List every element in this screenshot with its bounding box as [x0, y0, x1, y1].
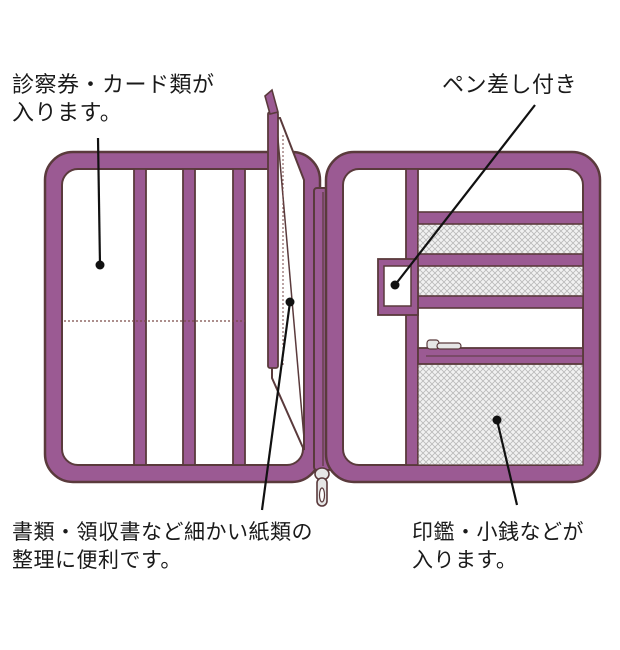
coin-pocket-label-line2: 入ります。: [412, 548, 518, 572]
document-pocket-label-line1: 書類・領収書など細かい紙類の: [12, 520, 313, 544]
coin-pocket: [417, 339, 584, 466]
pocket-zipper-pull-icon: [426, 339, 462, 350]
document-pocket-label-line2: 整理に便利です。: [12, 548, 182, 572]
coin-pocket-label: 印鑑・小銭などが 入ります。: [412, 518, 584, 574]
zipper-pull-icon: [314, 467, 330, 507]
document-pocket-label: 書類・領収書など細かい紙類の 整理に便利です。: [12, 518, 313, 574]
left-panel: [43, 150, 322, 484]
coin-pocket-label-line1: 印鑑・小銭などが: [412, 520, 584, 544]
card-slot-dividers: [133, 168, 246, 466]
card-pocket-label-line2: 入ります。: [12, 101, 123, 126]
pen-holder-label-line1: ペン差し付き: [442, 73, 578, 98]
pen-holder-label: ペン差し付き: [442, 72, 577, 100]
leader-lines: [95, 104, 536, 511]
card-pocket-label: 診察券・カード類が 入ります。: [12, 72, 215, 128]
document-flap: [264, 88, 305, 451]
upper-mesh-pockets: [417, 211, 584, 309]
card-pocket-label-line1: 診察券・カード類が: [12, 73, 215, 98]
right-panel: [324, 150, 602, 484]
